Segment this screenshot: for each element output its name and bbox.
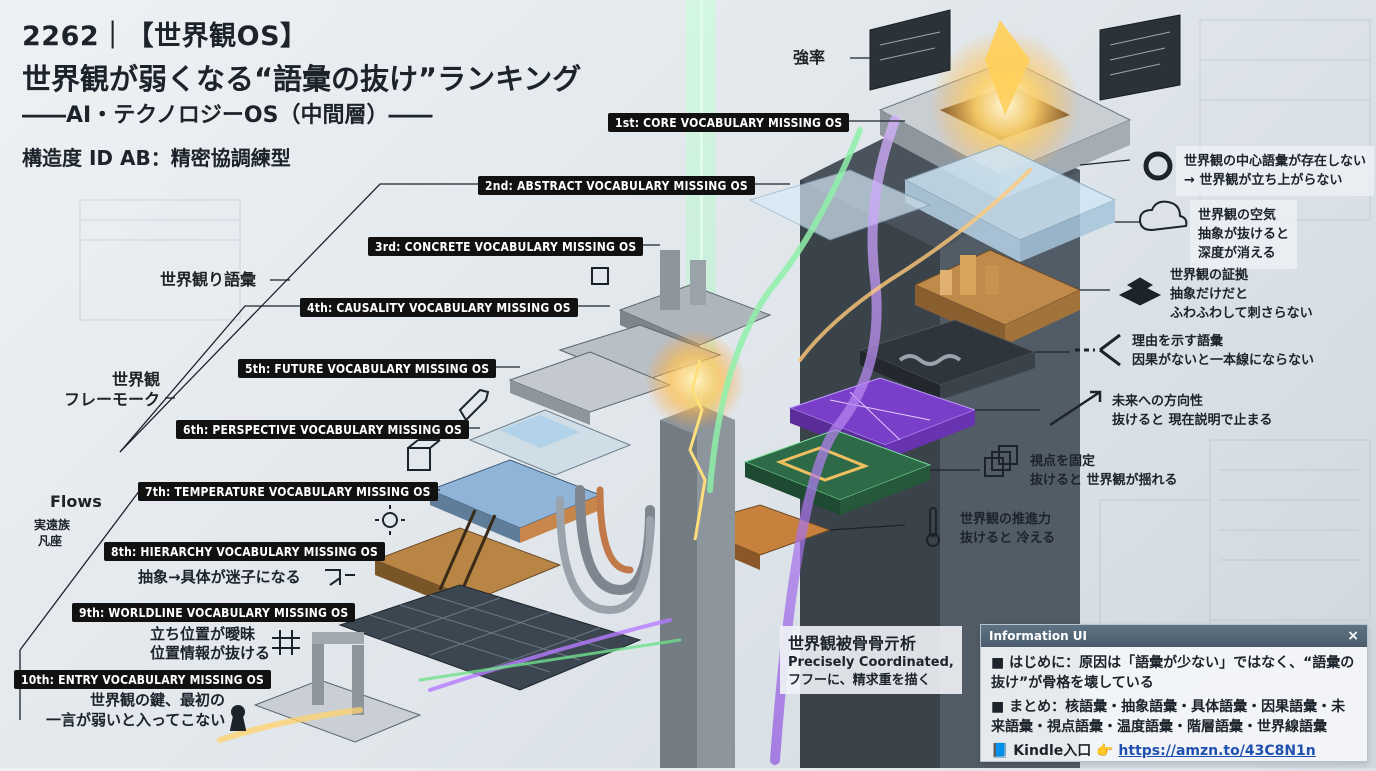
annotation-core: 世界観の中心語彙が存在しない→ 世界観が立ち上がらない xyxy=(1176,146,1375,196)
coordination-box: 世界観被骨骨亓析 Precisely Coordinated, フフーに、精求重… xyxy=(780,626,962,694)
coordination-line-1: Precisely Coordinated, xyxy=(788,655,954,670)
left-stepped-platforms xyxy=(253,250,772,743)
floating-screens xyxy=(869,9,1181,101)
rank-tag-7: 7th: TEMPERATURE VOCABULARY MISSING OS xyxy=(138,482,438,501)
glow-flows xyxy=(217,115,1032,765)
annotation-worldline-1: 立ち位置が曖昧 xyxy=(150,625,256,643)
side-label-framework-2: フレーモーク xyxy=(64,390,161,409)
side-label-flows-sub1: 実遠族 xyxy=(34,518,71,532)
rank-tag-8: 8th: HIERARCHY VOCABULARY MISSING OS xyxy=(104,542,386,561)
annotation-temperature: 世界観の推進力抜けると 冷える xyxy=(960,512,1056,546)
title-structure-id: 構造度 ID AB：精密協調練型 xyxy=(22,146,291,170)
top-label-strength: 強率 xyxy=(793,48,826,67)
right-icons xyxy=(926,151,1188,547)
side-label-flows-sub2: 凡座 xyxy=(38,534,63,548)
information-panel-title: Information UI xyxy=(989,629,1088,643)
kindle-label: 📘 Kindle入口 👉 xyxy=(991,743,1119,759)
title-subtitle: ――AI・テクノロジーOS（中間層）―― xyxy=(22,103,433,128)
rank-tag-6: 6th: PERSPECTIVE VOCABULARY MISSING OS xyxy=(176,420,469,439)
info-summary: ■ まとめ：核語彙・抽象語彙・具体語彙・因果語彙・未来語彙・視点語彙・温度語彙・… xyxy=(991,699,1346,735)
side-label-flows: Flows xyxy=(50,492,102,511)
annotation-entry-1: 世界観の鍵、最初の xyxy=(90,691,226,709)
central-crack xyxy=(645,330,745,768)
info-kindle: 📘 Kindle入口 👉 https://amzn.to/43C8N1n xyxy=(991,741,1357,761)
rank-tag-9: 9th: WORLDLINE VOCABULARY MISSING OS xyxy=(72,603,356,622)
left-icons xyxy=(229,267,609,731)
information-panel-titlebar: Information UI × xyxy=(981,625,1367,647)
sun-icon xyxy=(375,505,405,535)
keyhole-icon xyxy=(229,705,247,731)
cube-icon xyxy=(407,439,441,471)
annotation-concrete: 世界観の証拠抽象だけだとふわふわして刺さらない xyxy=(1170,268,1313,321)
hierarchy-icon xyxy=(325,569,355,586)
rank-tag-10: 10th: ENTRY VOCABULARY MISSING OS xyxy=(14,670,271,689)
title-main: 世界観が弱くなる“語彙の抜け”ランキング xyxy=(22,62,582,96)
annotation-abstract: 世界観の空気抽象が抜けると深度が消える xyxy=(1190,200,1298,269)
close-icon[interactable]: × xyxy=(1347,628,1359,644)
pipes xyxy=(556,485,655,615)
coordination-line-2: フフーに、精求重を描く xyxy=(788,673,931,688)
side-label-world-vocab: 世界観り語彙 xyxy=(160,270,257,289)
abstract-glass-layer xyxy=(748,144,1117,262)
rank-tag-2: 2nd: ABSTRACT VOCABULARY MISSING OS xyxy=(478,176,755,195)
rank-tag-5: 5th: FUTURE VOCABULARY MISSING OS xyxy=(238,359,497,378)
thermometer-icon xyxy=(926,507,940,547)
perspective-circuit xyxy=(743,429,932,515)
annotation-entry-2: 一言が弱いと入ってこない xyxy=(46,711,226,729)
annotation-future: 未来への方向性抜けると 現在説明で止まる xyxy=(1112,394,1273,428)
causality-block xyxy=(858,319,1037,400)
rank-tag-3: 3rd: CONCRETE VOCABULARY MISSING OS xyxy=(368,237,644,256)
side-label-framework-1: 世界観 xyxy=(112,370,161,389)
annotation-hierarchy: 抽象→具体が迷子になる xyxy=(138,568,301,586)
rank-tag-1: 1st: CORE VOCABULARY MISSING OS xyxy=(608,113,850,132)
annotation-perspective: 視点を固定抜けると 世界観が揺れる xyxy=(1030,454,1178,488)
rank-tag-4: 4th: CAUSALITY VOCABULARY MISSING OS xyxy=(300,298,578,317)
info-intro: ■ はじめに：原因は「語彙が少ない」ではなく、“語彙の抜け”が骨格を壊している xyxy=(991,655,1355,691)
chip-icon xyxy=(591,267,609,285)
information-panel: Information UI × ■ はじめに：原因は「語彙が少ない」ではなく、… xyxy=(980,624,1368,762)
rocket-icon xyxy=(458,388,490,422)
annotation-causality: 理由を示す語彙因果がないと一本線にならない xyxy=(1132,334,1315,368)
gear-icon xyxy=(1143,151,1173,181)
layers-icon xyxy=(984,445,1018,477)
annotation-worldline-2: 位置情報が抜ける xyxy=(150,644,271,662)
hash-icon xyxy=(272,630,300,655)
branch-arrow-icon xyxy=(1075,333,1121,367)
title-series: 2262｜【世界観OS】 xyxy=(22,21,308,52)
trend-arrow-icon xyxy=(1049,390,1102,427)
cloud-icon xyxy=(1138,200,1188,232)
kindle-link[interactable]: https://amzn.to/43C8N1n xyxy=(1118,743,1316,759)
coordination-heading: 世界観被骨骨亓析 xyxy=(788,634,917,653)
